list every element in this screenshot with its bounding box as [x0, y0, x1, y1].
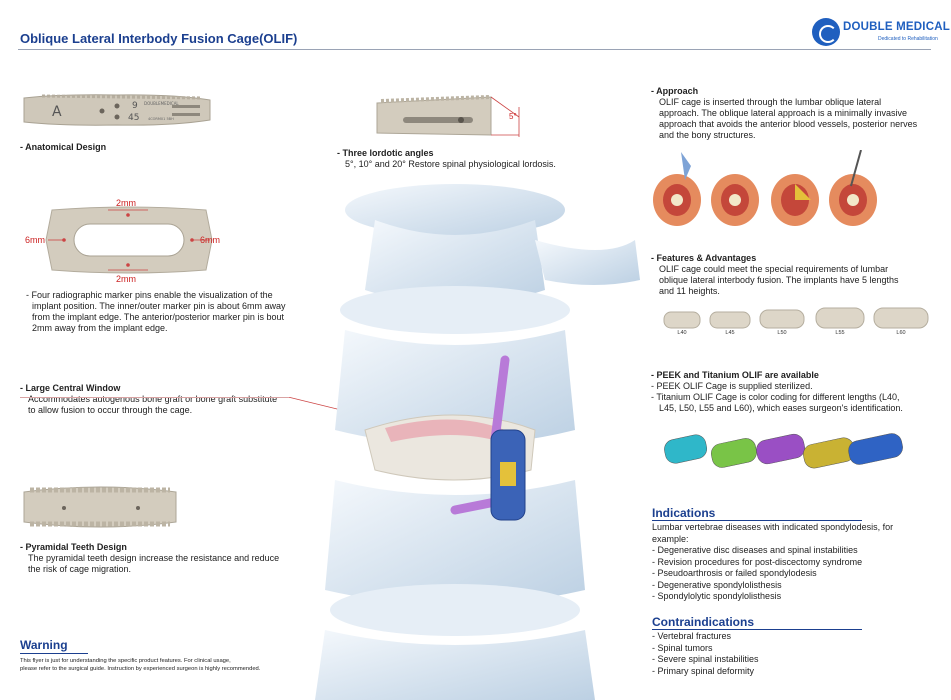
titanium-cage — [848, 433, 903, 465]
brand-tagline: Dedicated to Rehabilitation — [878, 36, 938, 42]
window-section: - Large Central Window Accommodates auto… — [20, 383, 310, 416]
list-item: - Pseudoarthrosis or failed spondylodesi… — [652, 568, 817, 578]
approach-section: - Approach OLIF cage is inserted through… — [651, 86, 941, 141]
indications-intro: example: — [652, 533, 689, 544]
warning-text: This flyer is just for understanding the… — [20, 658, 261, 672]
teeth-heading: - Pyramidal Teeth Design — [20, 542, 127, 552]
contraindications-underline — [652, 629, 862, 630]
lordotic-heading: - Three lordotic angles — [337, 148, 434, 158]
implant-brand-engraving: DOUBLEMEDICAL — [144, 101, 179, 106]
titanium-cage — [664, 434, 708, 464]
size-lineup: L40 L45 L50 L55 L60 — [663, 306, 933, 350]
marker-top-label: 2mm — [116, 198, 136, 208]
features-section: - Features & Advantages OLIF cage could … — [651, 253, 941, 297]
anatomical-heading: - Anatomical Design — [20, 142, 107, 152]
size-item: L60 — [873, 306, 929, 336]
brand-logo-icon — [812, 18, 840, 46]
lordotic-implant-image: 5° — [373, 95, 523, 141]
indications-underline — [652, 520, 862, 521]
titanium-cage — [803, 437, 855, 469]
list-item: - Vertebral fractures — [652, 631, 732, 641]
list-item: - Spondylolytic spondylolisthesis — [652, 591, 782, 601]
implant-ref-engraving: 4CORM01 5BH — [148, 117, 174, 121]
approach-heading: - Approach — [651, 86, 699, 96]
implant-side-image: A 9 45 DOUBLEMEDICAL 4CORM01 5BH — [22, 92, 212, 128]
titanium-cages — [663, 425, 913, 480]
marker-right-label: 6mm — [200, 235, 220, 245]
spine-illustration — [305, 180, 650, 700]
features-heading: - Features & Advantages — [651, 253, 757, 263]
marker-diagram: 2mm 2mm 6mm 6mm — [24, 196, 234, 286]
marker-left-label: 6mm — [25, 235, 45, 245]
titanium-cage — [711, 438, 757, 468]
anatomical-text: - Four radiographic marker pins enable t… — [26, 290, 286, 333]
list-item: - Severe spinal instabilities — [652, 654, 759, 664]
size-item: L50 — [759, 308, 805, 336]
header-divider — [18, 49, 931, 50]
page-title: Oblique Lateral Interbody Fusion Cage(OL… — [20, 31, 298, 46]
size-item: L45 — [709, 310, 751, 336]
marker-bottom-label: 2mm — [116, 274, 136, 284]
brand-logo: DOUBLE MEDICAL Dedicated to Rehabilitati… — [812, 18, 950, 46]
teeth-section: - Pyramidal Teeth Design The pyramidal t… — [20, 542, 320, 575]
implant-teeth-image — [20, 478, 180, 534]
window-rule — [20, 397, 288, 398]
size-item: L55 — [815, 306, 865, 336]
materials-heading: - PEEK and Titanium OLIF are available — [651, 370, 819, 380]
warning-heading: Warning — [20, 638, 68, 652]
approach-images — [651, 150, 891, 230]
size-item: L40 — [663, 310, 701, 336]
contraindications-list: - Vertebral fractures - Spinal tumors - … — [652, 631, 942, 677]
implant-lordosis: 9 — [132, 101, 138, 111]
implant-length: 45 — [128, 113, 139, 123]
window-heading: - Large Central Window — [20, 383, 121, 393]
lordotic-angle-label: 5° — [509, 112, 517, 121]
warning-underline — [20, 653, 88, 654]
indications-intro: Lumbar vertebrae diseases with indicated… — [652, 522, 894, 532]
brand-name: DOUBLE MEDICAL — [843, 21, 950, 33]
list-item: - Degenerative disc diseases and spinal … — [652, 545, 858, 555]
list-item: - Degenerative spondylolisthesis — [652, 579, 782, 590]
indications-list: Lumbar vertebrae diseases with indicated… — [652, 522, 942, 603]
list-item: - Revision procedures for post-discectom… — [652, 556, 863, 567]
titanium-cage — [756, 433, 805, 465]
implant-letter: A — [52, 104, 62, 120]
list-item: - Primary spinal deformity — [652, 665, 755, 676]
indications-heading: Indications — [652, 506, 716, 520]
lordotic-section: - Three lordotic angles 5°, 10° and 20° … — [337, 148, 617, 170]
materials-section: - PEEK and Titanium OLIF are available -… — [651, 370, 946, 414]
contraindications-heading: Contraindications — [652, 615, 755, 629]
list-item: - Spinal tumors — [652, 642, 713, 653]
